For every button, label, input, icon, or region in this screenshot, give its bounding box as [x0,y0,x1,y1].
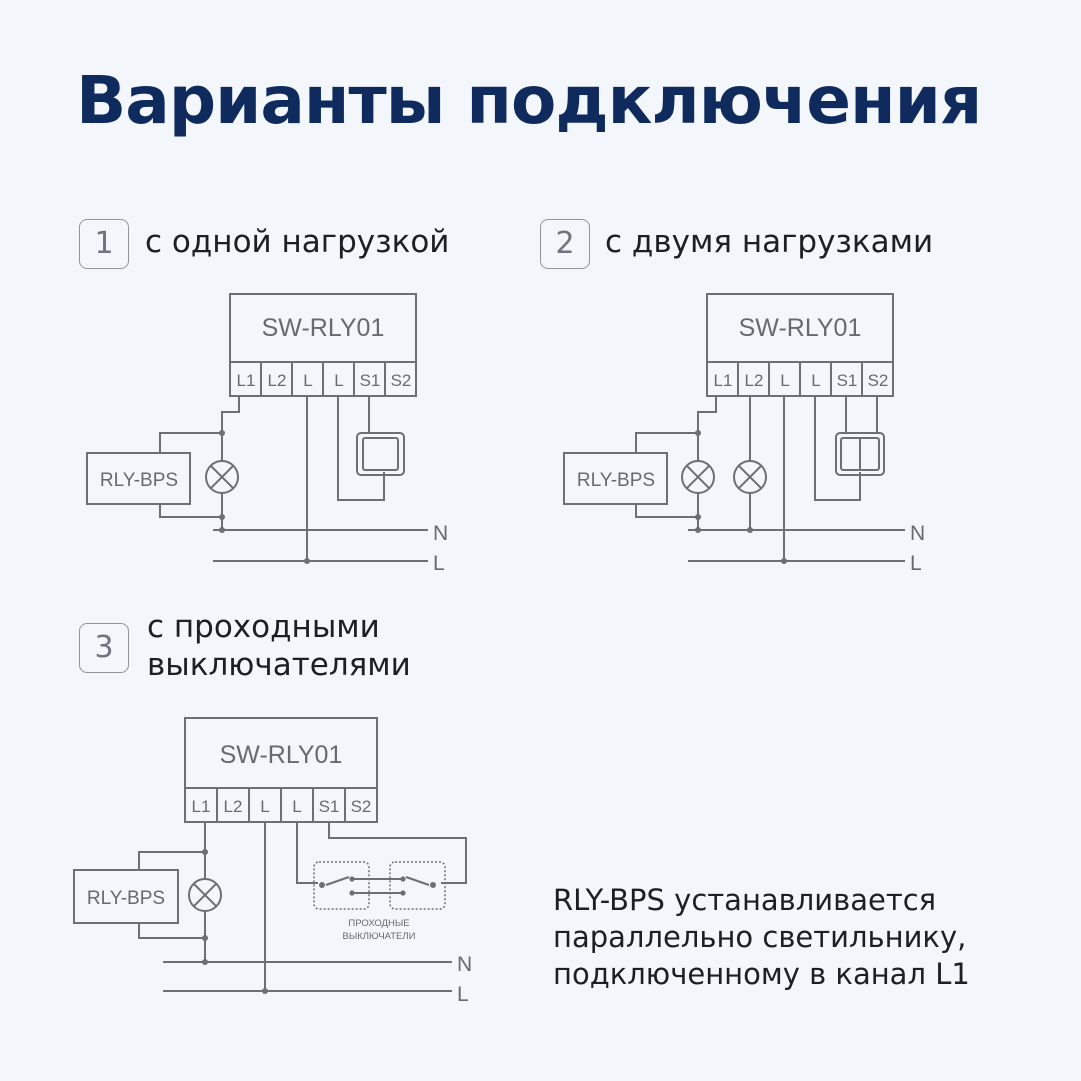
section-2-badge: 2 [540,219,590,269]
diagram-2-line-label: L [910,552,922,575]
diagram-2-terminal-s1: S1 [837,371,858,390]
diagram-2-lamp-1 [681,460,715,494]
diagram-2-terminal-l1: L1 [714,371,733,390]
diagram-1-terminal-l-a: L [303,371,312,390]
diagram-2-terminal-l2: L2 [745,371,764,390]
section-3-badge: 3 [79,623,129,673]
diagram-2-lamp-2 [733,460,767,494]
diagram-1-line-label: L [433,552,445,575]
diagram-3-terminal-s1: S1 [319,797,340,816]
diagram-1-switch [356,432,405,476]
diagram-3-terminal-l-a: L [260,797,269,816]
diagram-2-device-label: SW-RLY01 [739,314,862,342]
diagram-3-line-label: L [457,983,469,1006]
diagram-3-terminal-s2: S2 [351,797,372,816]
diagram-2-double-switch [835,432,885,476]
diagram-3-terminal-l1: L1 [192,797,211,816]
explanation-note: RLY-BPS устанавливается параллельно свет… [553,882,970,993]
diagram-1-device-label: SW-RLY01 [262,314,385,342]
diagram-2-neutral-label: N [910,522,925,545]
diagram-2-bypass-label: RLY-BPS [577,470,655,491]
diagram-2-terminal-l-b: L [811,371,820,390]
section-1-label: с одной нагрузкой [145,224,450,260]
diagram-1-neutral-label: N [433,522,448,545]
diagram-3-passthrough-caption-line2: ВЫКЛЮЧАТЕЛИ [343,931,416,942]
diagram-3-terminal-l2: L2 [224,797,243,816]
diagram-1-bypass-box [86,452,191,505]
diagram-2 [563,293,905,562]
diagram-1-terminal-s2: S2 [391,371,412,390]
note-line-2: параллельно светильнику, [553,920,967,954]
diagram-1-terminal-l1: L1 [237,371,256,390]
section-3-label-line1: с проходными [147,609,380,645]
diagram-1-terminal-l-b: L [334,371,343,390]
diagram-1-lamp [205,460,239,494]
diagram-3-terminal-l-b: L [292,797,301,816]
diagram-3-bypass-label: RLY-BPS [87,888,165,909]
diagram-3 [73,717,467,992]
diagram-1-terminal-l2: L2 [268,371,287,390]
diagram-3-lamp [188,878,222,912]
section-2-label: с двумя нагрузками [605,224,934,260]
diagram-2-bypass-box [563,452,668,505]
note-line-1: RLY-BPS устанавливается [553,883,937,917]
diagram-3-passthrough-switch-1 [313,861,370,910]
diagram-3-neutral-label: N [457,953,472,976]
diagram-3-bypass-box [73,869,179,924]
diagram-2-terminal-s2: S2 [868,371,889,390]
diagram-3-passthrough-caption-line1: ПРОХОДНЫЕ [348,918,409,929]
diagram-2-terminal-l-a: L [780,371,789,390]
diagram-3-passthrough-switch-2 [389,861,446,910]
page-title: Варианты подключения [76,62,982,139]
section-3-label-line2: выключателями [147,647,411,683]
note-line-3: подключенному в канал L1 [553,957,970,991]
diagram-3-device-label: SW-RLY01 [220,741,343,769]
section-1-badge: 1 [79,219,129,269]
diagram-1-bypass-label: RLY-BPS [100,470,178,491]
diagram-1-terminal-s1: S1 [360,371,381,390]
